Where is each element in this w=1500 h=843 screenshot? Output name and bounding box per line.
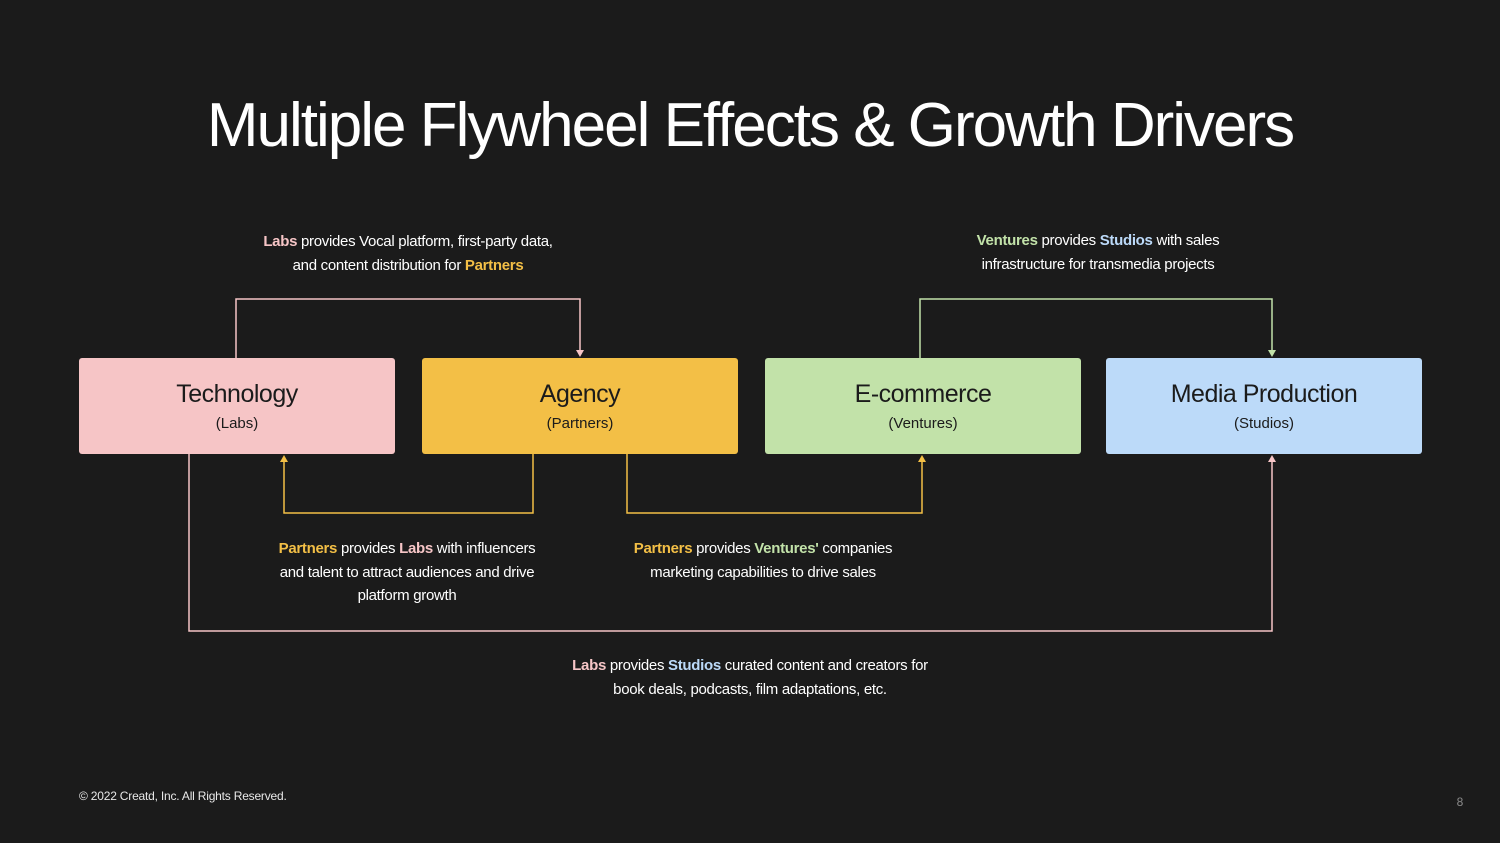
slide-title: Multiple Flywheel Effects & Growth Drive…: [206, 91, 1295, 160]
caption-entity-partners: Partners: [464, 256, 524, 274]
caption-entity-ventures: Ventures': [754, 540, 819, 557]
caption-partners-to-ventures: Partners provides Ventures' companies ma…: [610, 537, 916, 584]
caption-labs-to-studios: Labs provides Studios curated content an…: [540, 654, 960, 701]
box-technology-title: Technology: [176, 380, 298, 408]
caption-entity-labs: Labs: [572, 657, 606, 674]
caption-entity-ventures: Ventures: [976, 232, 1038, 249]
caption-line: and talent to attract audiences and driv…: [279, 563, 535, 581]
box-technology: Technology (Labs): [79, 358, 395, 454]
caption-entity-labs: Labs: [263, 233, 298, 250]
box-technology-subtitle: (Labs): [215, 415, 259, 432]
caption-entity-partners: Partners: [278, 540, 338, 557]
caption-line: Ventures provides Studios with sales: [940, 229, 1256, 253]
caption-line: Labs provides Studios curated content an…: [540, 654, 960, 678]
box-media-production-subtitle: (Studios): [1233, 415, 1295, 432]
arrow-partners-to-ventures: [626, 454, 926, 514]
caption-line: Partners provides Labs with influencers: [258, 537, 556, 561]
caption-text: provides: [1037, 232, 1100, 249]
caption-line: marketing capabilities to drive sales: [650, 563, 876, 581]
caption-text: provides: [692, 540, 755, 557]
caption-text: and content distribution for: [292, 256, 465, 274]
arrow-labs-to-partners: [235, 298, 584, 358]
caption-text: curated content and creators for: [720, 657, 928, 674]
caption-text: provides: [337, 540, 400, 557]
box-agency-subtitle: (Partners): [546, 415, 614, 432]
caption-ventures-to-studios: Ventures provides Studios with sales inf…: [940, 229, 1256, 276]
copyright-notice: © 2022 Creatd, Inc. All Rights Reserved.: [79, 789, 287, 803]
caption-labs-to-partners: Labs provides Vocal platform, first-part…: [220, 230, 596, 277]
caption-text: with influencers: [432, 540, 536, 557]
caption-line: platform growth: [357, 587, 457, 604]
box-ecommerce-title: E-commerce: [854, 380, 992, 408]
caption-entity-studios: Studios: [668, 657, 721, 674]
caption-text: provides Vocal platform, first-party dat…: [297, 233, 553, 250]
page-number: 8: [1456, 795, 1464, 809]
caption-text: provides: [605, 657, 669, 674]
caption-line: Partners provides Ventures' companies: [610, 537, 916, 561]
box-agency: Agency (Partners): [422, 358, 738, 454]
arrow-ventures-to-studios: [919, 298, 1276, 358]
caption-text: with sales: [1152, 232, 1220, 249]
caption-line: book deals, podcasts, film adaptations, …: [613, 680, 887, 698]
arrow-labs-to-studios: [188, 454, 1276, 632]
caption-entity-partners: Partners: [633, 540, 693, 557]
box-agency-title: Agency: [539, 380, 621, 408]
caption-entity-labs: Labs: [399, 540, 433, 557]
box-ecommerce: E-commerce (Ventures): [765, 358, 1081, 454]
box-ecommerce-subtitle: (Ventures): [888, 415, 958, 432]
caption-entity-studios: Studios: [1099, 232, 1153, 249]
caption-line: Labs provides Vocal platform, first-part…: [220, 230, 596, 254]
caption-line: infrastructure for transmedia projects: [981, 255, 1215, 273]
arrow-partners-to-labs: [280, 454, 534, 514]
box-media-production: Media Production (Studios): [1106, 358, 1422, 454]
caption-line: and content distribution for Partners: [220, 254, 596, 278]
box-media-production-title: Media Production: [1170, 380, 1358, 408]
caption-text: companies: [818, 540, 893, 557]
caption-partners-to-labs: Partners provides Labs with influencers …: [258, 537, 556, 608]
